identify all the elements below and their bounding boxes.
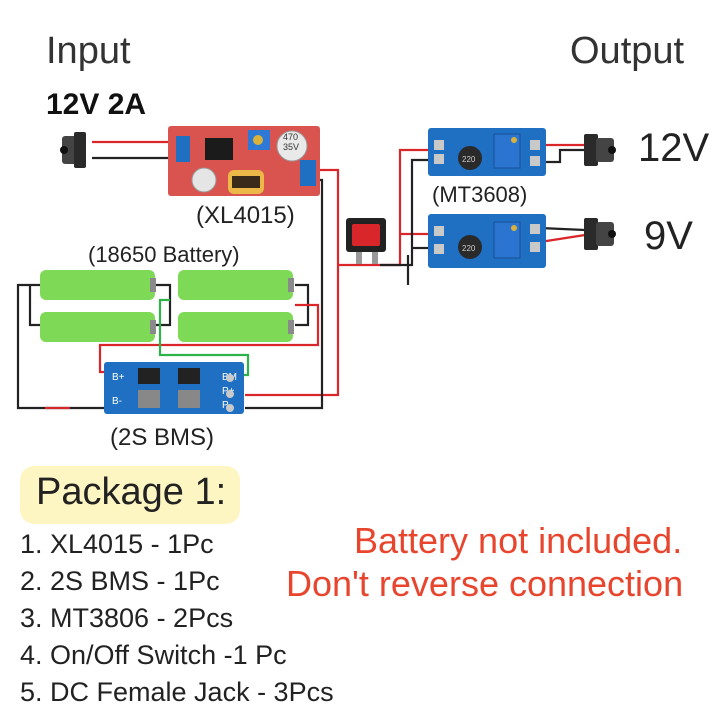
- wire-switch-red: [338, 148, 428, 267]
- wire-switch-black: [380, 158, 428, 267]
- package-item: 5. DC Female Jack - 3Pcs: [20, 677, 334, 707]
- package-title: Package 1:: [36, 471, 227, 513]
- bms-bplus-marking: B+: [112, 372, 125, 383]
- battery-label: (18650 Battery): [88, 242, 240, 267]
- output-dc-jack-9v: [584, 218, 616, 250]
- package-title-box: [20, 466, 240, 524]
- inductor-marking-bottom: 220: [462, 244, 476, 253]
- capacitor-marking: 470: [283, 132, 298, 142]
- package-item: 1. XL4015 - 1Pc: [20, 529, 214, 559]
- mt3608-board-top: 220: [428, 128, 546, 176]
- output-dc-jack-12v: [584, 134, 616, 166]
- wire-bat-mid: [155, 283, 172, 327]
- inductor-marking-top: 220: [462, 155, 476, 164]
- mt3608-board-bottom: 220: [428, 214, 546, 268]
- battery-cell: [40, 270, 155, 300]
- package-item: 2. 2S BMS - 1Pc: [20, 566, 220, 596]
- xl4015-board: 470 35V: [168, 126, 320, 196]
- warning-reverse: Don't reverse connection: [286, 563, 684, 604]
- output-12v-label: 12V: [638, 126, 710, 170]
- mt3608-label: (MT3608): [432, 182, 528, 207]
- input-dc-jack: [60, 132, 86, 168]
- package-item: 3. MT3806 - 2Pcs: [20, 603, 234, 633]
- wire-bat-left: [16, 283, 110, 410]
- bms-board: B+ B- BM P+ P-: [104, 362, 244, 414]
- package-list: 1. XL4015 - 1Pc 2. 2S BMS - 1Pc 3. MT380…: [20, 526, 334, 711]
- wires: [16, 140, 586, 410]
- output-9v-label: 9V: [644, 214, 693, 258]
- input-spec: 12V 2A: [46, 88, 147, 121]
- wire-bms-bplus: [98, 303, 320, 374]
- wire-9v-negative: [539, 226, 586, 232]
- wire-bat-left-2: [28, 285, 40, 327]
- bms-label: (2S BMS): [110, 424, 215, 451]
- output-heading: Output: [570, 30, 685, 72]
- battery-cell: [178, 312, 293, 342]
- battery-pack: [40, 270, 294, 342]
- battery-cell: [40, 312, 155, 342]
- wire-9v-positive: [539, 233, 586, 244]
- wire-xl-out-positive: [245, 168, 340, 397]
- wire-12v-negative: [540, 148, 585, 164]
- warning-battery: Battery not included.: [354, 520, 683, 561]
- on-off-switch: [346, 218, 386, 264]
- battery-cell: [178, 270, 293, 300]
- wire-bms-bm: [158, 298, 250, 377]
- package-item: 4. On/Off Switch -1 Pc: [20, 640, 287, 670]
- bms-bminus-marking: B-: [112, 396, 122, 407]
- xl4015-label: (XL4015): [196, 202, 295, 229]
- capacitor-marking-2: 35V: [283, 142, 299, 152]
- input-heading: Input: [46, 30, 131, 72]
